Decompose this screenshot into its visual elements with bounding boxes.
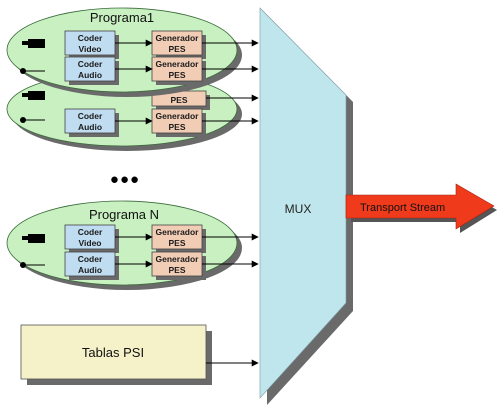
output-arrow-shape xyxy=(345,183,495,230)
programN-coder-video-label-2: Video xyxy=(79,238,102,248)
mux-label: MUX xyxy=(285,202,312,216)
back-pes-video-box: PES xyxy=(151,90,210,110)
transport-stream-label: Transport Stream xyxy=(360,202,445,214)
programN-coder-audio-label-1: Coder xyxy=(78,254,103,264)
programN-coder-audio-box: Coder Audio xyxy=(64,251,119,280)
back-coder-audio-label-2: Audio xyxy=(78,122,102,132)
program1-coder-audio-box: Coder Audio xyxy=(64,56,119,85)
back-video-camera-icon xyxy=(22,91,45,100)
program1-pes-video-label-1: Generador xyxy=(156,33,200,43)
mux-block: MUX xyxy=(259,7,353,405)
programN-video-camera-icon xyxy=(22,234,45,243)
programN-title: Programa N xyxy=(89,207,159,222)
programN-pes-audio-box: Generador PES xyxy=(151,251,206,280)
psi-tables-group: Tablas PSI xyxy=(20,324,259,385)
programN-pes-video-box: Generador PES xyxy=(151,224,206,253)
transport-stream-arrow: Transport Stream xyxy=(345,183,497,233)
more-programs-ellipsis: ●●● xyxy=(110,171,140,188)
program1-coder-audio-label-1: Coder xyxy=(78,59,103,69)
back-microphone-icon xyxy=(20,117,45,123)
program1-microphone-icon xyxy=(20,68,45,74)
program1-group: Programa1 Coder Video Coder Audio Genera… xyxy=(6,7,259,97)
programN-coder-audio-label-2: Audio xyxy=(78,265,102,275)
program1-coder-audio-label-2: Audio xyxy=(78,70,102,80)
programN-pes-video-label-2: PES xyxy=(168,238,185,248)
programN-coder-video-label-1: Coder xyxy=(78,227,103,237)
back-pes-video-label: PES xyxy=(170,95,187,105)
programN-pes-audio-label-2: PES xyxy=(168,265,185,275)
program1-coder-video-box: Coder Video xyxy=(64,30,119,59)
program1-pes-audio-label-1: Generador xyxy=(156,59,200,69)
psi-tables-label: Tablas PSI xyxy=(82,345,144,360)
mux-trapezoid xyxy=(259,7,347,399)
program1-coder-video-label-2: Video xyxy=(79,44,102,54)
program1-coder-video-label-1: Coder xyxy=(78,33,103,43)
back-pes-audio-box: Generador PES xyxy=(151,108,206,137)
programN-microphone-icon xyxy=(20,262,45,268)
program1-video-camera-icon xyxy=(22,39,45,48)
program1-pes-audio-box: Generador PES xyxy=(151,56,206,85)
programN-coder-video-box: Coder Video xyxy=(64,224,119,253)
program1-title: Programa1 xyxy=(90,10,154,25)
psi-tables-box xyxy=(20,324,207,380)
program1-pes-video-label-2: PES xyxy=(168,44,185,54)
program1-pes-video-box: Generador PES xyxy=(151,30,206,59)
back-pes-audio-label-1: Generador xyxy=(156,111,200,121)
back-coder-audio-box: Coder Audio xyxy=(64,108,119,137)
back-pes-audio-label-2: PES xyxy=(168,122,185,132)
back-coder-audio-label-1: Coder xyxy=(78,111,103,121)
programN-pes-video-label-1: Generador xyxy=(156,227,200,237)
program1-pes-audio-label-2: PES xyxy=(168,70,185,80)
programN-group: Programa N Coder Video Coder Audio Gener… xyxy=(6,200,259,290)
programN-pes-audio-label-1: Generador xyxy=(156,254,200,264)
